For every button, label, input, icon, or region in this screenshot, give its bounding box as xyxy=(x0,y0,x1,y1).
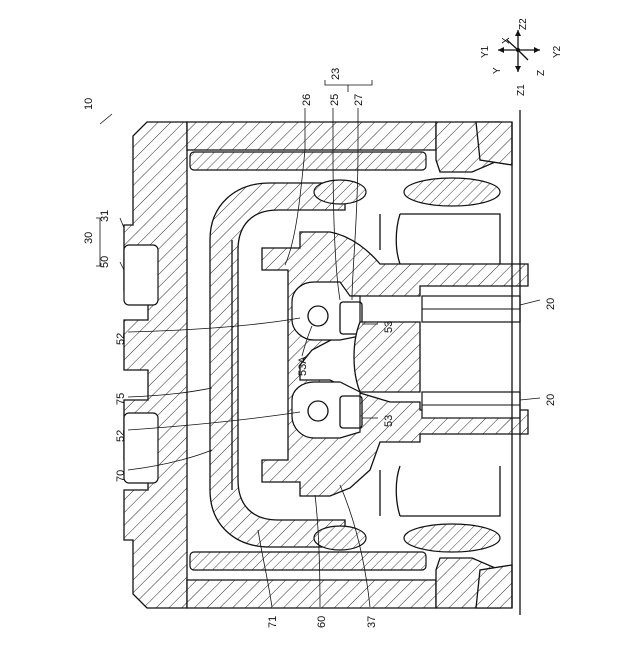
label-30: 30 xyxy=(83,232,95,244)
ring-upper xyxy=(404,178,500,206)
ring-lower xyxy=(404,524,500,552)
axis-y2: Y2 xyxy=(552,45,563,58)
label-71: 71 xyxy=(267,616,279,628)
label-60: 60 xyxy=(316,616,328,628)
upper-bar xyxy=(190,152,426,170)
label-27: 27 xyxy=(353,94,365,106)
label-53-upper: 53 xyxy=(383,321,395,333)
axis-y: Y xyxy=(492,67,503,74)
axis-y1: Y1 xyxy=(480,45,491,58)
label-75: 75 xyxy=(115,393,127,405)
axis-z: Z xyxy=(536,70,547,76)
axis-x: X xyxy=(501,37,512,44)
axis-z2: Z2 xyxy=(518,18,529,30)
label-52-lower: 52 xyxy=(115,430,127,442)
label-23: 23 xyxy=(330,68,342,80)
label-37: 37 xyxy=(366,616,378,628)
label-20-lower: 20 xyxy=(545,394,557,406)
label-25: 25 xyxy=(329,94,341,106)
label-50: 50 xyxy=(99,256,111,268)
label-70: 70 xyxy=(115,470,127,482)
label-10: 10 xyxy=(83,98,95,110)
label-31: 31 xyxy=(99,210,111,222)
label-26: 26 xyxy=(301,94,313,106)
label-53-lower: 53 xyxy=(383,415,395,427)
contact-pocket-52b xyxy=(124,413,158,483)
label-53A: 53A xyxy=(297,356,309,376)
contact-pocket-52a xyxy=(124,245,158,305)
axis-indicator: Z2 X Y1 Y2 Y Z Z1 xyxy=(480,18,563,96)
label-52-upper: 52 xyxy=(115,333,127,345)
lower-bar xyxy=(190,552,426,570)
label-20-upper: 20 xyxy=(545,298,557,310)
axis-z1: Z1 xyxy=(516,84,527,96)
